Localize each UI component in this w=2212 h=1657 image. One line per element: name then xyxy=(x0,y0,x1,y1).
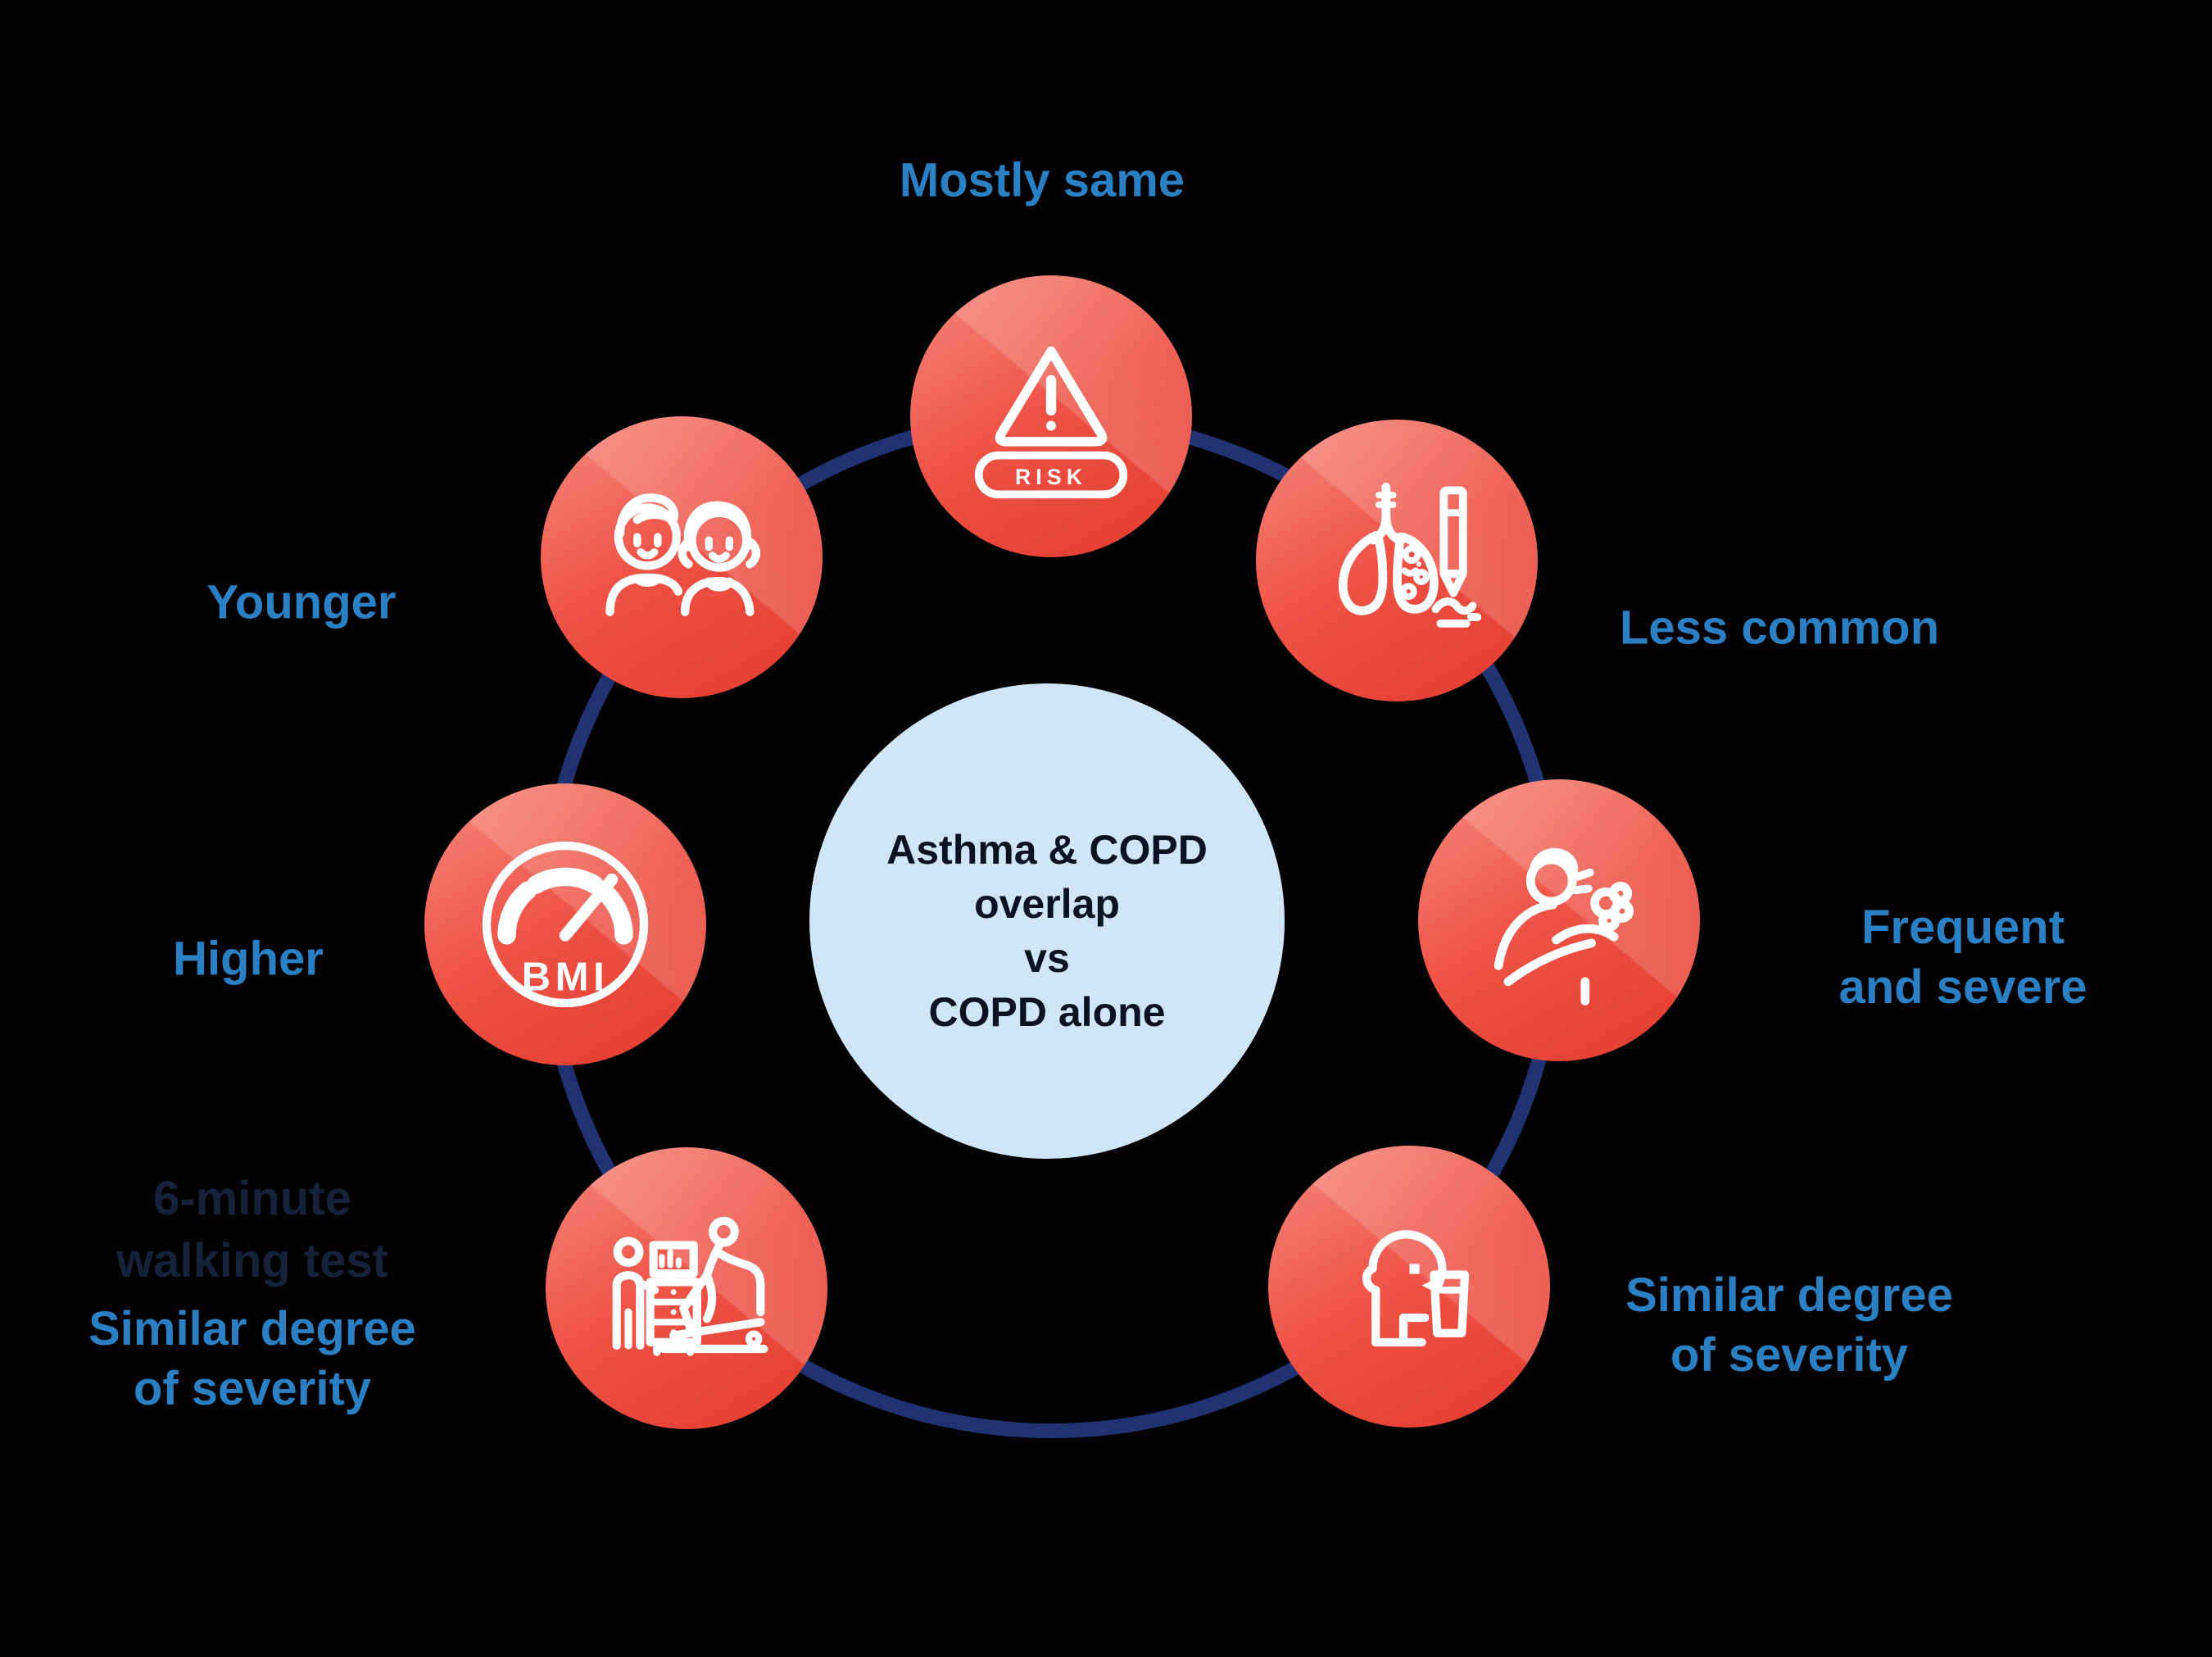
person-drinking-icon xyxy=(1362,1229,1469,1346)
label-six-minute-walking-test: 6-minute walking test xyxy=(88,1168,416,1292)
bmi-badge-text: BMI xyxy=(522,955,610,999)
label-line: Similar degree xyxy=(88,1302,416,1355)
center-title: Asthma & COPD overlap vs COPD alone xyxy=(886,823,1208,1039)
coughing-person-icon xyxy=(1494,847,1634,1006)
label-higher: Higher xyxy=(173,929,324,989)
node-bmi: BMI xyxy=(424,783,706,1065)
label-mostly-same: Mostly same xyxy=(900,151,1185,211)
label-similar-degree-left: Similar degree of severity xyxy=(88,1299,416,1419)
node-younger xyxy=(541,416,823,698)
label-line: Mostly same xyxy=(899,153,1185,207)
center-circle xyxy=(809,683,1285,1159)
label-line: and severe xyxy=(1838,960,2087,1014)
label-line: walking test xyxy=(116,1234,388,1287)
risk-badge-text: RISK xyxy=(1015,465,1087,489)
label-line: 6-minute xyxy=(153,1172,351,1225)
warning-risk-icon: RISK xyxy=(974,346,1128,499)
label-walking-test-block: 6-minute walking test Similar degree of … xyxy=(88,1168,416,1419)
node-exacerbations xyxy=(1418,779,1700,1061)
center-title-line: COPD alone xyxy=(928,989,1166,1035)
center-title-line: overlap xyxy=(974,881,1120,927)
label-line: of severity xyxy=(133,1362,372,1415)
label-younger: Younger xyxy=(207,573,397,633)
node-smoking-lungs xyxy=(1256,420,1538,701)
label-similar-degree-right: Similar degree of severity xyxy=(1625,1265,1953,1385)
label-line: Higher xyxy=(173,932,324,986)
label-line: Similar degree xyxy=(1625,1269,1953,1322)
young-couple-icon xyxy=(605,493,761,616)
label-line: Frequent xyxy=(1861,901,2065,954)
lungs-cigarette-icon xyxy=(1338,482,1481,628)
node-risk: RISK xyxy=(910,275,1192,557)
label-line: of severity xyxy=(1670,1328,1909,1382)
node-walking-test xyxy=(546,1147,827,1429)
treadmill-walking-test-icon xyxy=(612,1216,768,1356)
label-line: Younger xyxy=(206,575,397,629)
center-title-line: vs xyxy=(1024,935,1070,981)
node-severity-drinking xyxy=(1268,1146,1550,1428)
label-less-common: Less common xyxy=(1620,598,1939,658)
label-frequent-and-severe: Frequent and severe xyxy=(1838,897,2087,1017)
bmi-gauge-icon: BMI xyxy=(482,841,649,1008)
label-line: Less common xyxy=(1620,601,1939,655)
center-title-line: Asthma & COPD xyxy=(886,827,1208,873)
